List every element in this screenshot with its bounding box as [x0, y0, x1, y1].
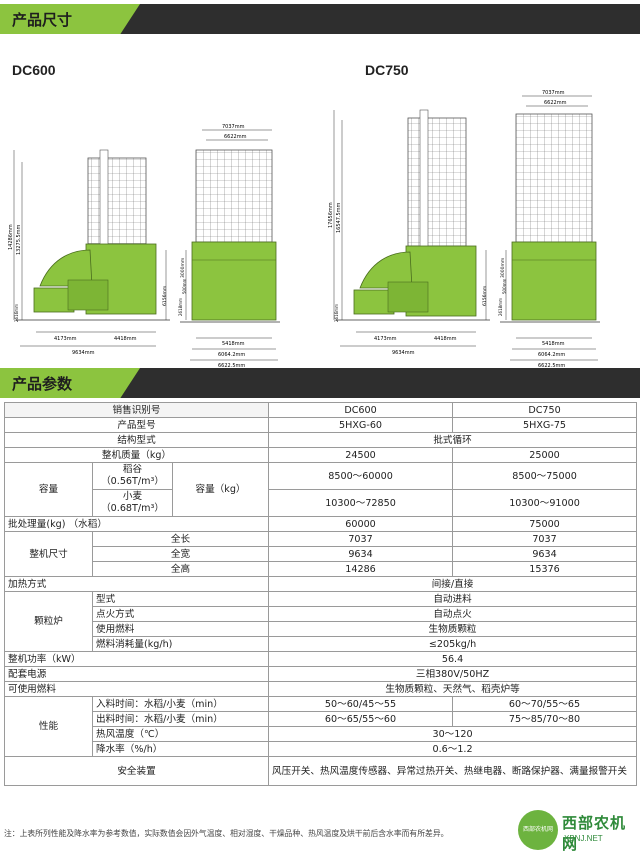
dim-500: 500mm — [182, 278, 187, 294]
section-title: 产品尺寸 — [12, 11, 73, 29]
table-row: 热风温度（℃） 30～120 — [5, 726, 638, 742]
site-logo[interactable]: 西部农机网 西部农机网 XBNJ.NET — [518, 808, 638, 854]
dim-top-7037: 7037mm — [542, 90, 565, 96]
table-row: 加热方式 间接/直接 — [3, 576, 638, 592]
table-row: 颗粒炉 型式 自动进料 — [4, 591, 638, 652]
table-row: 安全装置 风压开关、热风温度传感器、异常过热开关、热继电器、断路保护器、满量报警… — [3, 756, 638, 786]
dim-5418: 5418mm — [222, 341, 245, 347]
dim-3000: 3000mm — [180, 258, 186, 278]
table-row: 可使用燃料 生物质颗粒、天然气、稻壳炉等 — [3, 681, 638, 697]
dc750-drawing: 7037mm 6622mm 17656mm 16547.5mm 3000mm 6… — [328, 90, 600, 369]
table-row: 产品型号 5HXG-60 5HXG-75 — [3, 417, 638, 433]
dim-6622: 6622.5mm — [538, 363, 565, 369]
dim-6156: 6156mm — [482, 286, 488, 306]
dim-2618: 2618mm — [178, 298, 183, 316]
spec-table: 销售识别号 DC600 DC750 产品型号 5HXG-60 5HXG-75 结… — [3, 402, 638, 786]
model-label-dc750: DC750 — [365, 62, 409, 78]
footnote: 注：上表所列性能及降水率为参考数值，实际数值会因外气温度、相对湿度、干燥品种、热… — [4, 829, 449, 838]
dim-6622: 6622.5mm — [218, 363, 245, 369]
section-header-dimensions: 产品尺寸 — [0, 4, 640, 34]
table-row: 使用燃料 生物质颗粒 — [5, 621, 638, 637]
dim-6064: 6064.2mm — [538, 352, 565, 358]
section-title: 产品参数 — [12, 375, 73, 393]
table-row: 销售识别号 DC600 DC750 — [3, 402, 638, 418]
tractor-icon: 西部农机网 — [518, 810, 558, 850]
dim-height-total: 14286mm — [8, 224, 14, 250]
dim-3000: 3000mm — [500, 258, 506, 278]
table-row: 降水率（%/h） 0.6～1.2 — [5, 741, 638, 757]
table-row: 容量 稻谷 （0.56T/m³） 容量（kg） 8500～60000 8500～… — [4, 462, 638, 517]
dim-4173: 4173mm — [374, 336, 397, 342]
table-row: 配套电源 三相380V/50HZ — [3, 666, 638, 682]
dim-height-b: 13275.5mm — [16, 224, 22, 255]
table-row: 批处理量(kg) （水稻） 60000 75000 — [3, 516, 638, 532]
table-row: 全宽 9634 9634 — [5, 546, 638, 562]
dim-4418: 4418mm — [434, 336, 457, 342]
model-label-dc600: DC600 — [12, 62, 56, 78]
table-row: 出料时间：水稻/小麦（min） 60～65/55～60 75～85/70～80 — [5, 711, 638, 727]
table-row: 整机功率（kW） 56.4 — [3, 651, 638, 667]
dim-6156: 6156mm — [162, 286, 168, 306]
table-row: 燃料消耗量(kg/h) ≤205kg/h — [5, 636, 638, 652]
table-row: 整机尺寸 全长 7037 7037 — [4, 531, 638, 577]
section-header-parameters: 产品参数 — [0, 368, 640, 398]
dim-4173: 4173mm — [54, 336, 77, 342]
table-row: 全高 14286 15376 — [5, 561, 638, 577]
dim-4418: 4418mm — [114, 336, 137, 342]
dim-5418: 5418mm — [542, 341, 565, 347]
dim-2618: 2618mm — [498, 298, 503, 316]
table-row: 小麦 （0.68T/m³） 10300～72850 10300～91000 — [5, 489, 638, 517]
dim-500: 500mm — [502, 278, 507, 294]
dim-top-6622: 6622mm — [224, 134, 247, 140]
dim-6064: 6064.2mm — [218, 352, 245, 358]
dim-9634: 9634mm — [72, 350, 95, 356]
table-row: 性能 入料时间：水稻/小麦（min） 50～60/45～55 60～70/55～… — [4, 696, 638, 757]
logo-name: 西部农机网 — [562, 814, 627, 853]
logo-url: XBNJ.NET — [564, 834, 603, 843]
dim-height-b: 16547.5mm — [336, 202, 342, 233]
dim-2616: 2616mm — [14, 304, 19, 322]
dim-height-total: 17656mm — [328, 202, 334, 228]
dc600-drawing: 7037mm 6622mm 14286mm 13275.5mm 3000mm 6… — [8, 124, 280, 369]
dim-9634: 9634mm — [392, 350, 415, 356]
dim-top-7037: 7037mm — [222, 124, 245, 130]
table-row: 结构型式 批式循环 — [3, 432, 638, 448]
dim-top-6622: 6622mm — [544, 100, 567, 106]
table-row: 整机质量（kg） 24500 25000 — [3, 447, 638, 463]
table-row: 点火方式 自动点火 — [5, 606, 638, 622]
dim-2616: 2616mm — [334, 304, 339, 322]
